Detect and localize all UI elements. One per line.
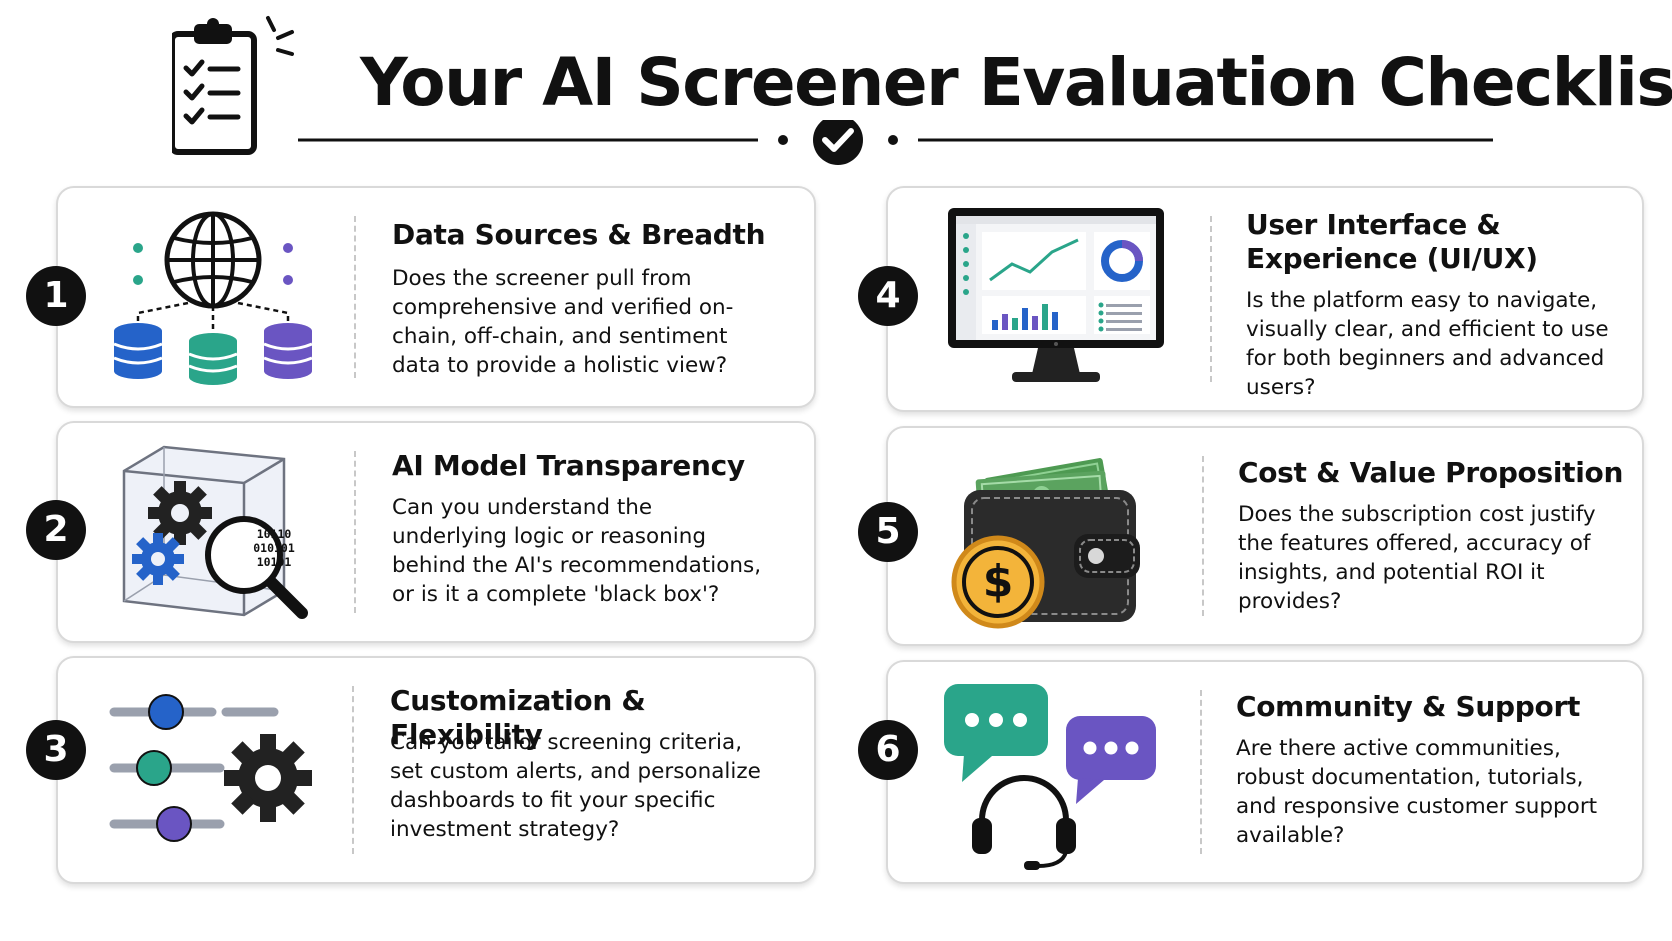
- card-title: Customization & Flexibility: [390, 684, 646, 751]
- checklist-card-5: $ Cost & Value Proposition Does the subs…: [886, 426, 1644, 646]
- card-title: Data Sources & Breadth: [392, 218, 766, 251]
- card-title: User Interface & Experience (UI/UX): [1246, 208, 1538, 275]
- step-badge-3: 3: [26, 720, 86, 780]
- sliders-gear-icon: [109, 694, 312, 842]
- checklist-card-1: Data Sources & Breadth Does the screener…: [56, 186, 816, 408]
- header: Your AI Screener Evaluation Checklist: [0, 0, 1672, 175]
- card-description: Is the platform easy to navigate, visual…: [1246, 288, 1609, 400]
- binary-line: 010101: [253, 541, 295, 555]
- binary-line: 10101: [256, 555, 292, 569]
- globe-databases-icon: [113, 211, 313, 385]
- checklist-card-3: Customization & Flexibility Can you tail…: [56, 656, 816, 884]
- card-separator: [1200, 690, 1202, 854]
- step-badge-5: 5: [858, 502, 918, 562]
- card-title: Community & Support: [1236, 690, 1581, 723]
- card-title: AI Model Transparency: [392, 449, 745, 482]
- card-description: Are there active communities, robust doc…: [1236, 736, 1598, 848]
- card-description: Can you tailor screening criteria, set c…: [390, 730, 761, 842]
- card-separator: [354, 451, 356, 613]
- checklist-card-6: Community & Support Are there active com…: [886, 660, 1644, 884]
- monitor-dashboard-icon: [948, 208, 1164, 382]
- checklist-card-4: User Interface & Experience (UI/UX) Is t…: [886, 186, 1644, 412]
- chat-headset-icon: [944, 684, 1156, 870]
- card-title: Cost & Value Proposition: [1238, 456, 1624, 489]
- card-description: Does the subscription cost justify the f…: [1238, 502, 1596, 614]
- card-separator: [1202, 456, 1204, 616]
- title-divider: [298, 120, 1493, 165]
- card-separator: [354, 216, 356, 378]
- card-description: Does the screener pull from comprehensiv…: [392, 266, 734, 378]
- checklist-card-2: 10110 010101 10101 AI Model Transparency…: [56, 421, 816, 643]
- page-title: Your AI Screener Evaluation Checklist: [360, 44, 1672, 121]
- binary-line: 10110: [256, 527, 292, 541]
- step-badge-1: 1: [26, 266, 86, 326]
- card-separator: [352, 686, 354, 854]
- step-badge-6: 6: [858, 720, 918, 780]
- clipboard-checklist-icon: [172, 16, 294, 155]
- step-badge-4: 4: [858, 266, 918, 326]
- step-badge-2: 2: [26, 500, 86, 560]
- card-description: Can you understand the underlying logic …: [392, 495, 762, 607]
- glass-box-gears-icon: [122, 445, 308, 619]
- coin-dollar-sign: $: [982, 556, 1014, 607]
- binary-code-text: 10110 010101 10101: [244, 527, 304, 569]
- wallet-coin-icon: [951, 458, 1140, 629]
- card-separator: [1210, 216, 1212, 382]
